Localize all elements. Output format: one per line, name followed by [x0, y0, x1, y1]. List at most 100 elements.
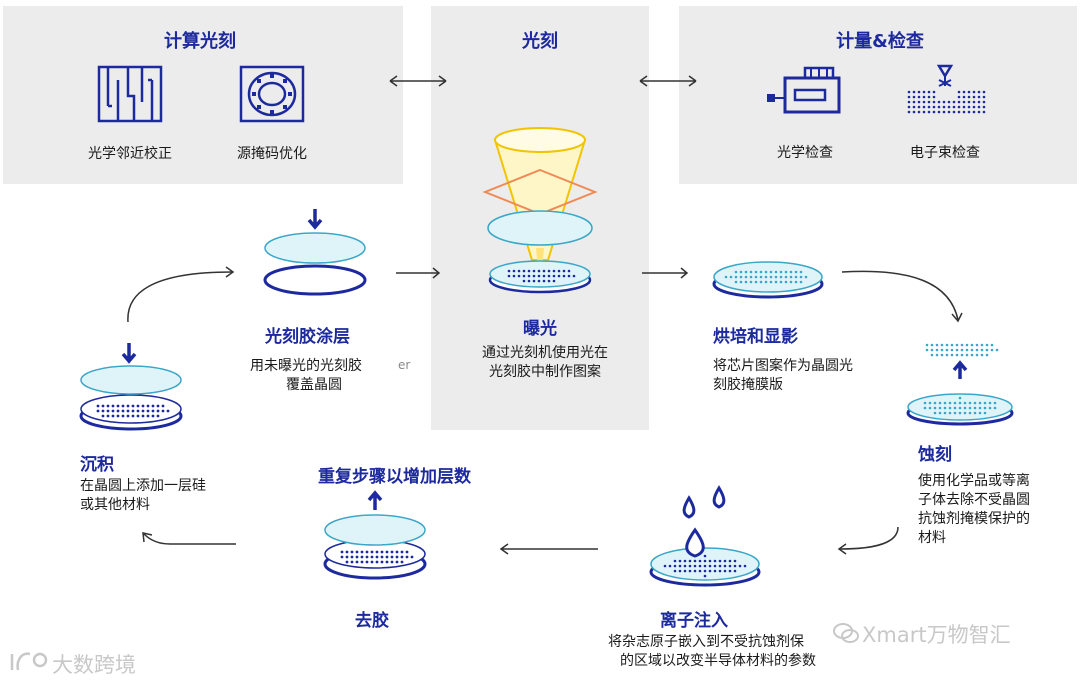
pattern-dot [928, 401, 932, 405]
pattern-dot [370, 550, 374, 554]
pattern-dot [668, 564, 672, 568]
pattern-dot [739, 280, 743, 284]
pattern-dot [527, 279, 531, 283]
pattern-dot [111, 409, 115, 413]
pattern-dot [713, 559, 717, 563]
pattern-dot [930, 353, 934, 357]
pattern-dot [935, 343, 939, 347]
pattern-dot [116, 404, 120, 408]
pattern-dot [962, 100, 966, 104]
pattern-dot [355, 550, 359, 554]
pattern-dot [993, 401, 997, 405]
pattern-dot [953, 401, 957, 405]
deposit-desc-1: 在晶圆上添加一层硅 [80, 478, 206, 494]
pattern-dot [345, 560, 349, 564]
pattern-dot [945, 353, 949, 357]
pattern-dot [522, 274, 526, 278]
pattern-dot [968, 401, 972, 405]
pattern-dot [161, 404, 165, 408]
implant-illustration [649, 485, 761, 587]
pattern-dot [759, 275, 763, 279]
pattern-dot [370, 555, 374, 559]
develop-desc-2: 刻胶掩膜版 [713, 377, 783, 393]
pattern-dot [922, 105, 926, 109]
pattern-dot [683, 559, 687, 563]
etch-desc-2: 子体去除不受晶圆 [918, 492, 1030, 508]
pattern-dot [724, 275, 728, 279]
pattern-dot [764, 270, 768, 274]
pattern-dot [380, 560, 384, 564]
pattern-dot [390, 560, 394, 564]
pattern-dot [983, 411, 987, 415]
pattern-dot [728, 564, 732, 568]
arrow-deposit-to-coat [127, 266, 235, 323]
pattern-dot [952, 105, 956, 109]
pattern-dot [151, 414, 155, 418]
pattern-dot [982, 95, 986, 99]
pattern-dot [967, 100, 971, 104]
deposit-title: 沉积 [80, 455, 114, 475]
pattern-dot [982, 105, 986, 109]
pattern-dot [932, 90, 936, 94]
pattern-dot [663, 564, 667, 568]
develop-wafer-illustration [712, 261, 824, 299]
pattern-dot [126, 404, 130, 408]
pattern-dot [953, 406, 957, 410]
repeat-title: 重复步骤以增加层数 [318, 467, 471, 487]
pattern-dot [96, 409, 100, 413]
pattern-dot [683, 564, 687, 568]
pattern-dot [131, 414, 135, 418]
pattern-dot [739, 270, 743, 274]
pattern-dot [557, 269, 561, 273]
lithography-title: 光刻 [522, 31, 558, 52]
opc-label: 光学邻近校正 [88, 146, 172, 162]
pattern-dot [698, 559, 702, 563]
pattern-dot [957, 110, 961, 114]
pattern-dot [370, 560, 374, 564]
ebeam-inspection-icon [907, 64, 986, 114]
pattern-dot [912, 105, 916, 109]
pattern-dot [942, 105, 946, 109]
pattern-dot [517, 269, 521, 273]
down-arrow-deposit [121, 343, 137, 364]
pattern-dot [978, 401, 982, 405]
pattern-dot [975, 348, 979, 352]
pattern-dot [917, 110, 921, 114]
pattern-dot [962, 95, 966, 99]
pattern-dot [968, 411, 972, 415]
pattern-dot [967, 110, 971, 114]
pattern-dot [703, 569, 707, 573]
pattern-dot [958, 396, 962, 400]
pattern-dot [136, 414, 140, 418]
pattern-dot [932, 105, 936, 109]
pattern-dot [345, 555, 349, 559]
pattern-dot [980, 353, 984, 357]
pattern-dot [977, 100, 981, 104]
pattern-dot [942, 110, 946, 114]
pattern-dot [542, 274, 546, 278]
double-arrow-left [389, 75, 447, 87]
pattern-dot [693, 564, 697, 568]
droplet-icon [685, 527, 705, 558]
pattern-dot [982, 100, 986, 104]
pattern-dot [965, 343, 969, 347]
pattern-dot [970, 343, 974, 347]
pattern-dot [698, 564, 702, 568]
pattern-dot [156, 414, 160, 418]
pattern-dot [739, 275, 743, 279]
pattern-dot [769, 270, 773, 274]
pattern-dot [970, 353, 974, 357]
pattern-dot [557, 274, 561, 278]
pattern-dot [963, 411, 967, 415]
pattern-dot [512, 274, 516, 278]
pattern-dot [794, 280, 798, 284]
pattern-dot [960, 343, 964, 347]
expose-desc-1: 通过光刻机使用光在 [482, 345, 608, 361]
pattern-dot [131, 404, 135, 408]
pattern-dot [355, 560, 359, 564]
pattern-dot [728, 559, 732, 563]
pattern-dot [537, 269, 541, 273]
implant-title: 离子注入 [660, 611, 728, 631]
pattern-dot [126, 414, 130, 418]
pattern-dot [360, 560, 364, 564]
